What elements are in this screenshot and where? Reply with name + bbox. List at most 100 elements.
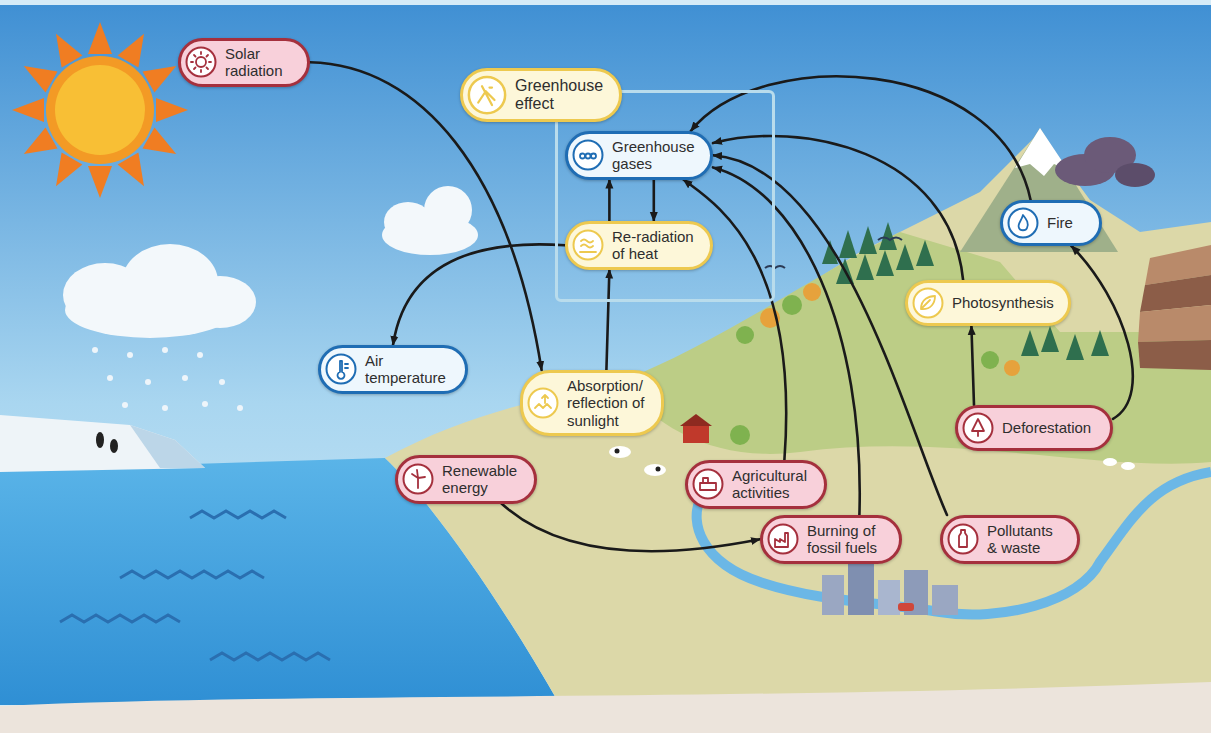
beach [0, 682, 1211, 733]
node-icon [185, 46, 217, 78]
node-label: Air temperature [365, 352, 453, 387]
sun-ray [156, 98, 188, 122]
sun-ray [88, 22, 112, 54]
snow-dot [219, 379, 225, 385]
arrow-connector [393, 244, 565, 345]
tree [1041, 326, 1059, 352]
tree [896, 244, 914, 270]
snow-dot [197, 352, 203, 358]
wave [120, 571, 264, 578]
snow-dot [127, 352, 133, 358]
sun [12, 22, 188, 198]
rock-layer [1138, 305, 1211, 342]
node-label: Pollutants & waste [987, 522, 1065, 557]
arrow-connector [652, 180, 655, 222]
arrow-connector [608, 180, 611, 222]
icon-glyph [580, 240, 596, 253]
node-icon [325, 353, 357, 385]
node-icon [1007, 207, 1039, 239]
wave [60, 615, 180, 622]
effect-box: Fire [1000, 200, 1102, 246]
cause-box: Deforestation [955, 405, 1113, 451]
node-label: Burning of fossil fuels [807, 522, 887, 557]
tree [1021, 330, 1039, 356]
label-group: Fire [1047, 214, 1087, 231]
snowfall [92, 347, 243, 411]
arrow-connector [1071, 246, 1132, 419]
tree [981, 351, 999, 369]
snow-dot [202, 401, 208, 407]
node-icon [912, 287, 944, 319]
arrow-connector [683, 180, 786, 461]
bird [878, 238, 902, 241]
arrow-connector [606, 270, 609, 371]
label-group: Absorption/ reflection of sunlight [567, 377, 649, 429]
icon-glyph [959, 530, 967, 547]
snow-dot [162, 347, 168, 353]
icon-ring [574, 141, 603, 170]
cause-box: Pollutants & waste [940, 515, 1080, 564]
tree [859, 226, 877, 254]
icon-glyph [535, 395, 551, 408]
node-icon [402, 463, 434, 495]
sun-core [55, 65, 145, 155]
cloud-puff [424, 186, 472, 234]
node-label: Fire [1047, 214, 1087, 231]
cause-box: Renewable energy [395, 455, 537, 504]
icon-glyph [775, 533, 788, 547]
cause-box: Solar radiation [178, 38, 310, 87]
smoke [1055, 137, 1155, 187]
node-icon [962, 412, 994, 444]
wave [190, 511, 286, 518]
sun-ray [12, 98, 44, 122]
sheep [1103, 458, 1117, 466]
snow-dot [92, 347, 98, 353]
node-icon [692, 468, 724, 500]
icon-ring [187, 48, 216, 77]
tree [1091, 330, 1109, 356]
barn-roof [680, 414, 712, 426]
penguin [110, 439, 118, 453]
penguins [96, 432, 118, 453]
icon-ring [404, 465, 433, 494]
waves [60, 511, 330, 660]
icon-ring [1009, 209, 1038, 238]
city [822, 562, 958, 615]
icon-glyph [1018, 215, 1027, 230]
node-label: Agricultural activities [732, 467, 812, 502]
icon-glyph [972, 419, 984, 436]
sea [0, 458, 560, 705]
icon-ring [574, 231, 603, 260]
node-label: Renewable energy [442, 462, 522, 497]
node-icon [467, 75, 507, 115]
node-icon [572, 229, 604, 261]
ice-shadow [130, 425, 205, 468]
icon-ring [529, 388, 558, 417]
snow-dot [237, 405, 243, 411]
label-group: Photosynthesis [952, 294, 1056, 311]
effect-box: Greenhouse gases [565, 131, 713, 180]
cloud [382, 186, 478, 255]
label-group: Greenhouse gases [612, 138, 698, 173]
tree [1004, 360, 1020, 376]
tree [1066, 334, 1084, 360]
icon-ring [769, 525, 798, 554]
process-box: Re-radiation of heat [565, 221, 713, 270]
tree [879, 222, 897, 250]
cause-box: Burning of fossil fuels [760, 515, 902, 564]
snow-dot [145, 379, 151, 385]
icon-glyph [191, 52, 211, 72]
node-label: Greenhouse effect [515, 77, 607, 114]
snow-dot [162, 405, 168, 411]
node-label: Solar radiation [225, 45, 295, 80]
snow-dot [122, 402, 128, 408]
process-box: Photosynthesis [905, 280, 1071, 326]
smoke-puff [1115, 163, 1155, 187]
tree [916, 240, 934, 266]
icon-glyph [338, 361, 349, 379]
node-label: Photosynthesis [952, 294, 1056, 311]
snow-dot [107, 375, 113, 381]
